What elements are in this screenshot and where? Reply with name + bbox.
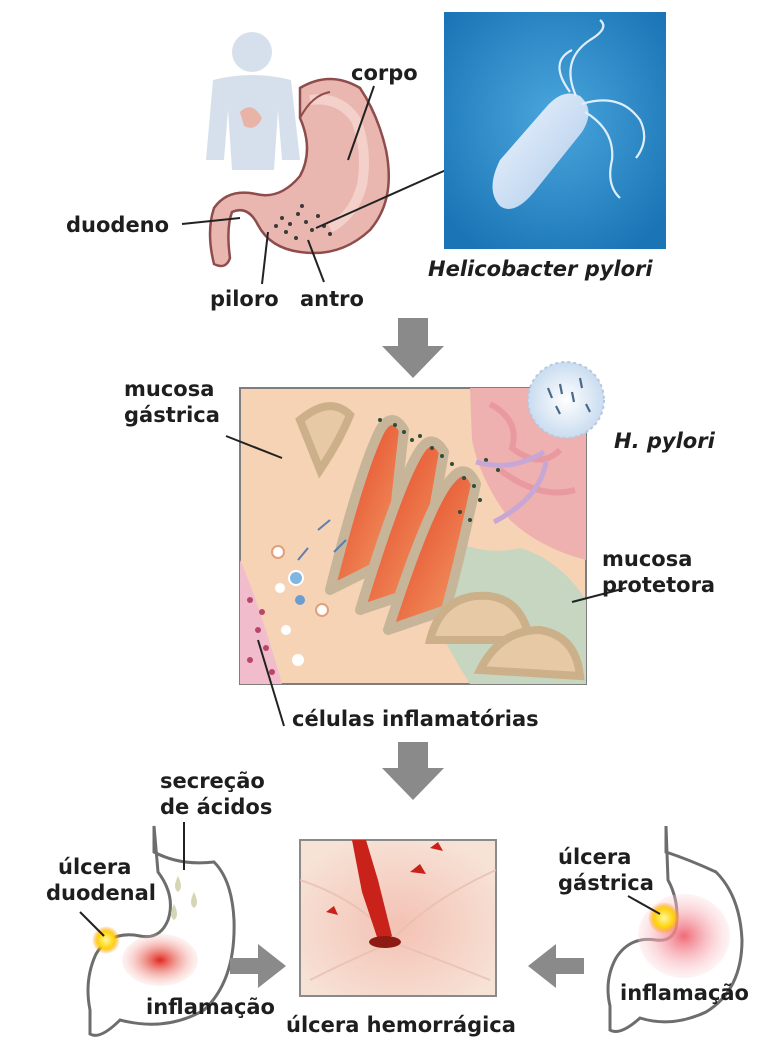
label-antro: antro: [300, 286, 364, 312]
label-piloro: piloro: [210, 286, 279, 312]
helicobacter-image: [444, 12, 666, 249]
label-duodeno: duodeno: [66, 212, 169, 238]
label-ulcera-duodenal-2: duodenal: [46, 880, 156, 906]
down-arrow-2: [382, 742, 444, 800]
label-ulcera-hemorragica: úlcera hemorrágica: [286, 1012, 516, 1038]
label-corpo: corpo: [351, 60, 418, 86]
label-secrecao-1: secreção: [160, 768, 265, 794]
label-ulcera-gastrica-2: gástrica: [558, 870, 654, 896]
left-arrow: [528, 944, 584, 988]
label-mucosa-gastrica-2: gástrica: [124, 402, 220, 428]
label-secrecao-2: de ácidos: [160, 794, 272, 820]
down-arrow-1: [382, 318, 444, 378]
label-h-pylori: H. pylori: [614, 428, 715, 454]
label-mucosa-protetora-1: mucosa: [602, 546, 692, 572]
label-helicobacter-pylori: Helicobacter pylori: [428, 256, 653, 282]
label-inflamacao-left: inflamação: [146, 994, 275, 1020]
h-pylori-magnifier: [528, 362, 604, 438]
label-mucosa-gastrica-1: mucosa: [124, 376, 214, 402]
label-celulas-inflamatorias: células inflamatórias: [292, 706, 539, 732]
mucosa-illustration: [240, 388, 586, 684]
right-arrow: [230, 944, 286, 988]
hemorrhagic-ulcer-image: [300, 840, 496, 996]
label-inflamacao-right: inflamação: [620, 980, 749, 1006]
label-ulcera-gastrica-1: úlcera: [558, 844, 631, 870]
label-ulcera-duodenal-1: úlcera: [58, 854, 131, 880]
label-mucosa-protetora-2: protetora: [602, 572, 715, 598]
human-body-icon: [206, 32, 300, 170]
